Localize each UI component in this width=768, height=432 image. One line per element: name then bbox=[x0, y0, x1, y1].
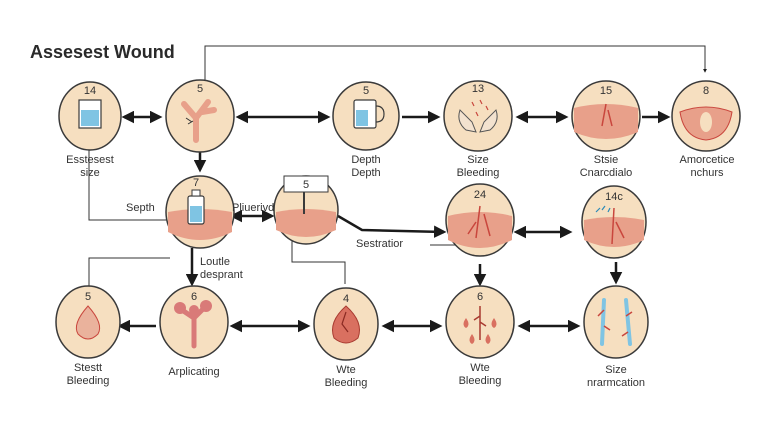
hands-icon bbox=[458, 109, 498, 133]
cup-icon bbox=[353, 99, 385, 129]
node-3-number: 5 bbox=[363, 85, 369, 97]
node-12: 6 bbox=[159, 285, 229, 359]
node-10-number: 14c bbox=[605, 191, 623, 203]
beaker-icon bbox=[78, 99, 102, 129]
node-14-number: 6 bbox=[477, 291, 483, 303]
top-loop-connector bbox=[204, 45, 707, 82]
node-9: 24 bbox=[445, 183, 515, 257]
node-6: 8 bbox=[671, 80, 741, 152]
node-7-side-label: Septh bbox=[126, 202, 155, 214]
skin-layer-icon bbox=[574, 104, 638, 139]
node-8-number: 5 bbox=[303, 179, 309, 191]
node-5-number: 15 bbox=[600, 85, 612, 97]
probe-icon bbox=[276, 209, 336, 237]
node-9-side-label: Sestratior bbox=[356, 238, 404, 250]
node-13: 4 bbox=[313, 287, 379, 361]
node-7: 7 bbox=[165, 175, 235, 249]
node-6-number: 8 bbox=[703, 85, 709, 97]
node-11-number: 5 bbox=[85, 291, 91, 303]
blood-drops-icon bbox=[463, 318, 497, 344]
tissue-branch-icon bbox=[181, 99, 217, 143]
open-wound-icon bbox=[332, 305, 360, 344]
node-4: 13 bbox=[443, 80, 513, 152]
arrow-8-9 bbox=[337, 214, 447, 239]
node-12-label: Arplicating bbox=[168, 366, 220, 378]
node-8-side-label: Pliuerivd bbox=[232, 202, 275, 214]
bottle-icon bbox=[187, 189, 205, 225]
node-5: 15 bbox=[571, 80, 641, 152]
diagram-title: Assesest Wound bbox=[30, 42, 175, 62]
node-8: 5 bbox=[273, 175, 339, 245]
node-11: 5 bbox=[55, 285, 121, 359]
node-9-number: 24 bbox=[474, 189, 486, 201]
flow-arrows bbox=[117, 110, 671, 333]
node-1-number: 14 bbox=[84, 85, 96, 97]
node-12-number: 6 bbox=[191, 291, 197, 303]
node-3: 5 bbox=[332, 81, 400, 151]
node-2-number: 5 bbox=[197, 83, 203, 95]
tunnel-wound-icon bbox=[584, 217, 644, 247]
node-10: 14c bbox=[581, 185, 647, 259]
node-13-number: 4 bbox=[343, 293, 349, 305]
deep-wound-icon bbox=[448, 212, 512, 248]
row3-left-connector bbox=[88, 257, 170, 290]
tissue-tree-icon bbox=[174, 300, 212, 315]
node-15 bbox=[583, 285, 649, 359]
blood-drop-icon bbox=[75, 305, 101, 340]
left-bracket-connector bbox=[88, 150, 170, 221]
vessel-icon bbox=[600, 298, 632, 346]
node-14: 6 bbox=[445, 285, 515, 359]
node-1: 14 bbox=[58, 81, 122, 151]
node-7-number: 7 bbox=[193, 177, 199, 189]
node-2: 5 bbox=[165, 79, 235, 153]
node-4-number: 13 bbox=[472, 83, 484, 95]
